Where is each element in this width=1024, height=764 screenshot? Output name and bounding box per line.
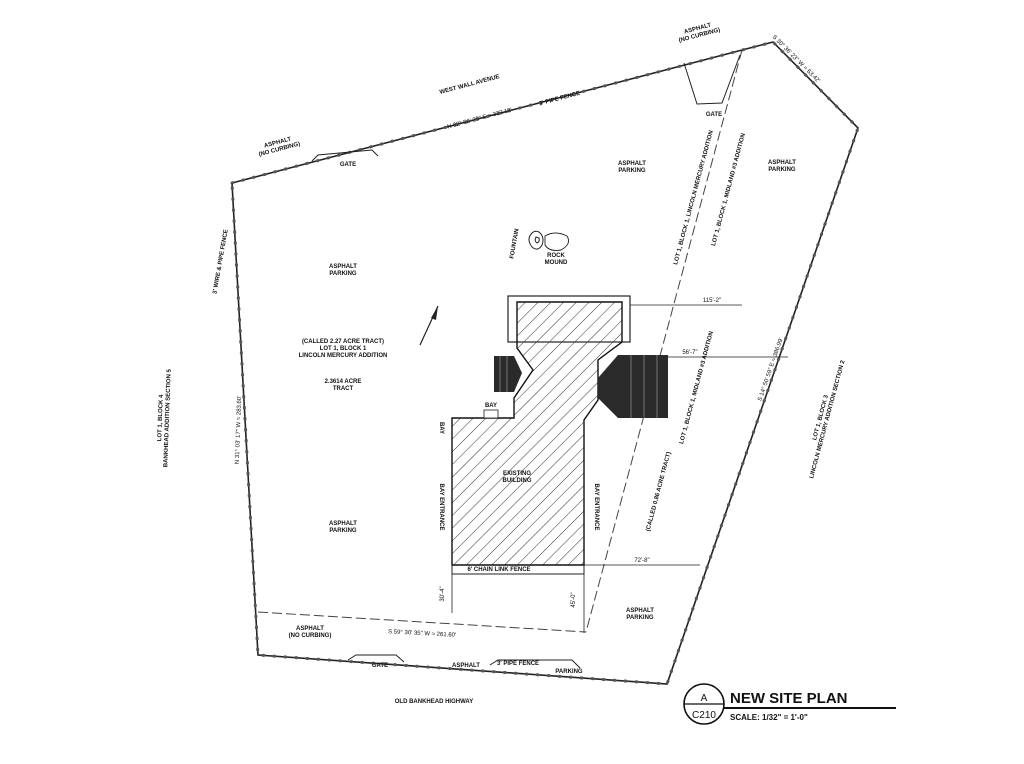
fountain-shape (528, 230, 544, 250)
bay-top-label: BAY (485, 403, 497, 409)
street-south: OLD BANKHEAD HIGHWAY (395, 699, 473, 705)
bearing-east: S 14° 50' 59" E ≈ 386.99' (757, 337, 784, 402)
bay-left-label: BAY (438, 422, 444, 434)
gate-top: GATE (340, 162, 356, 168)
lot-east-1-label: LOT 1, BLOCK 1, LINCOLN MERCURY ADDITION (673, 130, 715, 266)
detail-letter: A (701, 693, 708, 704)
drawing-title: NEW SITE PLAN (730, 690, 848, 707)
asphalt-no-curbing-bottom: ASPHALT(NO CURBING) (289, 626, 332, 639)
lot-far-east-label: LOT 1, BLOCK 3LINCOLN MERCURY ADDITION S… (802, 357, 846, 479)
asphalt-bottom: ASPHALT (452, 663, 480, 669)
gate-notch-ne (683, 54, 741, 105)
bearing-north: N 62° 56' 29" E ≈ 323.19' (447, 107, 513, 130)
asphalt-no-curbing-top: ASPHALT(NO CURBING) (676, 21, 721, 45)
chain-link-fence-label: 6' CHAIN LINK FENCE (467, 567, 530, 573)
gate-bottom: GATE (372, 663, 388, 669)
dim-south-left: 30'-4" (440, 586, 446, 601)
gate-ne: GATE (706, 112, 722, 118)
south-easement-line (257, 611, 587, 633)
bearing-ne: S 30° 36' 23" W ≈ 63.42' (771, 34, 821, 84)
pipe-fence-top: 3' PIPE FENCE (539, 91, 581, 108)
bearing-south: S 59° 30' 35" W ≈ 261.60' (388, 629, 456, 639)
title-block: A C210 NEW SITE PLAN SCALE: 1/32" = 1'-0… (683, 683, 896, 725)
sheet-number: C210 (692, 710, 716, 721)
parking-bottom: PARKING (555, 669, 583, 675)
bearing-west: N 31° 03' 17" W ≈ 283.60' (235, 396, 243, 465)
dim-top: 115'-2" (703, 298, 721, 304)
bay-box (483, 409, 499, 419)
gate-notch-bottom-right (489, 659, 581, 669)
bay-entrance-right: BAY ENTRANCE (593, 483, 599, 530)
dim-east: 72'-8" (634, 558, 649, 564)
interior-lot-line (585, 49, 743, 633)
west-wing-dark (494, 356, 522, 392)
lot-east-2-label: LOT 1, BLOCK 1, MIDLAND #3 ADDITION (711, 133, 747, 247)
street-north: WEST WALL AVENUE (439, 74, 500, 96)
north-arrow (419, 305, 439, 346)
called-acre-label: (CALLED 0.86 ACRE TRACT) (646, 451, 673, 532)
drawing-scale: SCALE: 1/32" = 1'-0" (730, 713, 808, 722)
existing-building (451, 301, 623, 566)
rock-mound-shape (544, 232, 569, 251)
asphalt-no-curbing-left: ASPHALT(NO CURBING) (256, 135, 301, 159)
gate-notch-top (311, 149, 379, 162)
dim-mid: 56'-7" (682, 350, 697, 356)
gate-notch-bottom (347, 654, 405, 663)
east-wing-dark (598, 355, 668, 418)
bay-entrance-left: BAY ENTRANCE (438, 483, 444, 530)
lot-east-3-label: LOT 1, BLOCK 1, MIDLAND #3 ADDITION (679, 331, 715, 445)
fountain-label: FOUNTAIN (509, 228, 520, 259)
wire-pipe-fence: 3' WIRE & PIPE FENCE (212, 229, 229, 294)
property-boundary (231, 41, 859, 685)
lot-west-label: LOT 1, BLOCK 4BANKHEAD ADDITION SECTION … (156, 368, 172, 467)
pipe-fence-bottom: 3' PIPE FENCE (497, 661, 539, 667)
dim-south-mid: 45'-0" (571, 592, 577, 607)
